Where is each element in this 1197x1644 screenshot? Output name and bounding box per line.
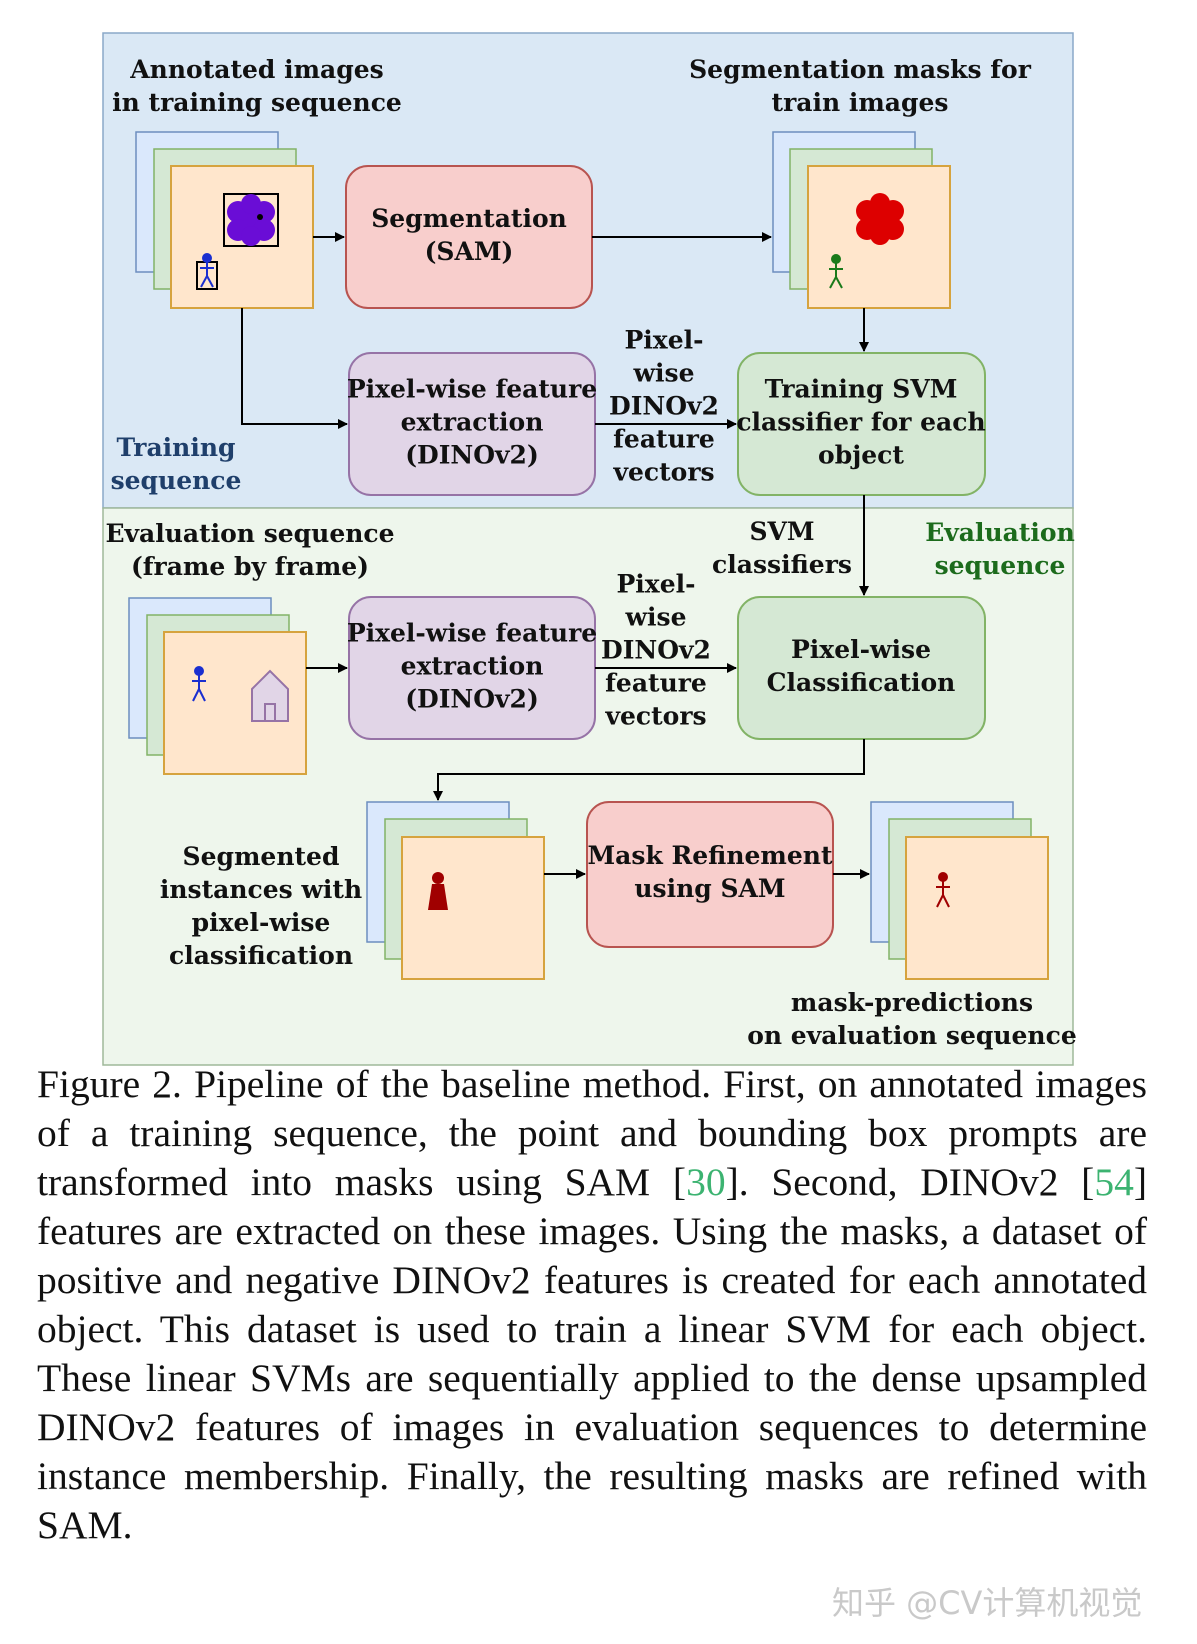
- feature-extraction-train-text-line-1: Pixel-wise feature: [347, 375, 597, 404]
- evaluation-images-stack: [128, 597, 307, 775]
- feature-extraction-train-text-line-2: extraction: [401, 408, 544, 437]
- vectors-label-eval-line-2: wise: [625, 603, 687, 632]
- caption-text-2: ]. Second, DINOv2 [: [725, 1160, 1095, 1204]
- vectors-label-train-line-1: Pixel-: [625, 326, 704, 355]
- evaluation-panel-label-line-1: Evaluation: [925, 518, 1075, 547]
- segmentation-masks-stack: [772, 131, 951, 309]
- training-sequence-label-line-1: Training: [117, 433, 236, 462]
- feature-extraction-eval-text-line-2: extraction: [401, 652, 544, 681]
- flow-arrows: [241, 232, 870, 879]
- evaluation-panel: [102, 507, 1074, 1066]
- segmented-instances-label-line-1: Segmented: [183, 842, 340, 871]
- citation-link-sam[interactable]: 30: [686, 1160, 726, 1204]
- annotated-images-stack: [135, 131, 314, 309]
- vectors-label-eval-line-1: Pixel-: [617, 570, 696, 599]
- annotated-images-label-line-2: in training sequence: [112, 88, 402, 117]
- segmentation-masks-label-line-2: train images: [772, 88, 949, 117]
- feature-extraction-eval-text-line-1: Pixel-wise feature: [347, 619, 597, 648]
- blue-person-icon: [192, 666, 206, 702]
- vectors-label-train-line-3: DINOv2: [609, 392, 719, 421]
- vectors-label-train-line-4: feature: [613, 425, 715, 454]
- red-mask-blob: [856, 193, 904, 245]
- evaluation-panel-label-line-2: sequence: [935, 551, 1066, 580]
- mask-predictions-stack: [870, 801, 1049, 980]
- segmentation-sam-text-line-2: (SAM): [425, 237, 514, 266]
- svm-classifiers-label-line-1: SVM: [749, 517, 814, 546]
- purple-object-blob: [227, 194, 275, 246]
- house-icon: [251, 669, 289, 722]
- watermark-text: 知乎 @CV计算机视觉: [832, 1584, 1143, 1622]
- dark-red-person-icon: [428, 872, 448, 910]
- figure-caption: Figure 2. Pipeline of the baseline metho…: [37, 1060, 1147, 1550]
- mask-refinement-text-line-2: using SAM: [634, 874, 785, 903]
- evaluation-sequence-label-line-2: (frame by frame): [131, 552, 369, 581]
- pixel-classification-text-line-2: Classification: [767, 668, 956, 697]
- mask-predictions-label-line-2: on evaluation sequence: [747, 1021, 1077, 1050]
- point-prompt: [257, 214, 263, 220]
- mask-predictions-label-line-1: mask-predictions: [791, 988, 1033, 1017]
- citation-link-dinov2[interactable]: 54: [1094, 1160, 1134, 1204]
- annotated-images-label-line-1: Annotated images: [129, 55, 383, 84]
- segmented-instances-label-line-3: pixel-wise: [192, 908, 331, 937]
- person-icon: [200, 253, 214, 288]
- svm-classifiers-label-line-2: classifiers: [712, 550, 852, 579]
- pixel-classification-text-line-1: Pixel-wise: [791, 635, 931, 664]
- segmentation-masks-label-line-1: Segmentation masks for: [689, 55, 1032, 84]
- vectors-label-eval-line-5: vectors: [604, 702, 706, 731]
- vectors-label-eval-line-4: feature: [605, 669, 707, 698]
- training-sequence-label-line-2: sequence: [111, 466, 242, 495]
- green-person-mask-icon: [829, 254, 843, 289]
- vectors-label-train-line-2: wise: [633, 359, 695, 388]
- training-svm-box: [737, 352, 986, 496]
- feature-extraction-eval-text-line-3: (DINOv2): [405, 685, 539, 714]
- segmented-instances-label-line-2: instances with: [160, 875, 362, 904]
- mask-refinement-text-line-1: Mask Refinement: [588, 841, 833, 870]
- caption-text-3: ] features are extracted on these images…: [37, 1160, 1147, 1547]
- pixel-classification-box: [737, 596, 986, 740]
- segmented-instances-label-line-4: classification: [169, 941, 353, 970]
- segmentation-sam-text-line-1: Segmentation: [371, 204, 567, 233]
- training-svm-text-line-1: Training SVM: [765, 375, 958, 404]
- training-svm-text-line-2: classifier for each: [736, 408, 985, 437]
- feature-extraction-train-text-line-3: (DINOv2): [405, 441, 539, 470]
- training-svm-text-line-3: object: [818, 441, 904, 470]
- evaluation-sequence-label-line-1: Evaluation sequence: [105, 519, 394, 548]
- caption-text-1: Figure 2. Pipeline of the baseline metho…: [37, 1062, 1147, 1204]
- segmented-instances-stack: [366, 801, 545, 980]
- vectors-label-train-line-5: vectors: [612, 458, 714, 487]
- vectors-label-eval-line-3: DINOv2: [601, 636, 711, 665]
- red-person-icon: [936, 872, 950, 908]
